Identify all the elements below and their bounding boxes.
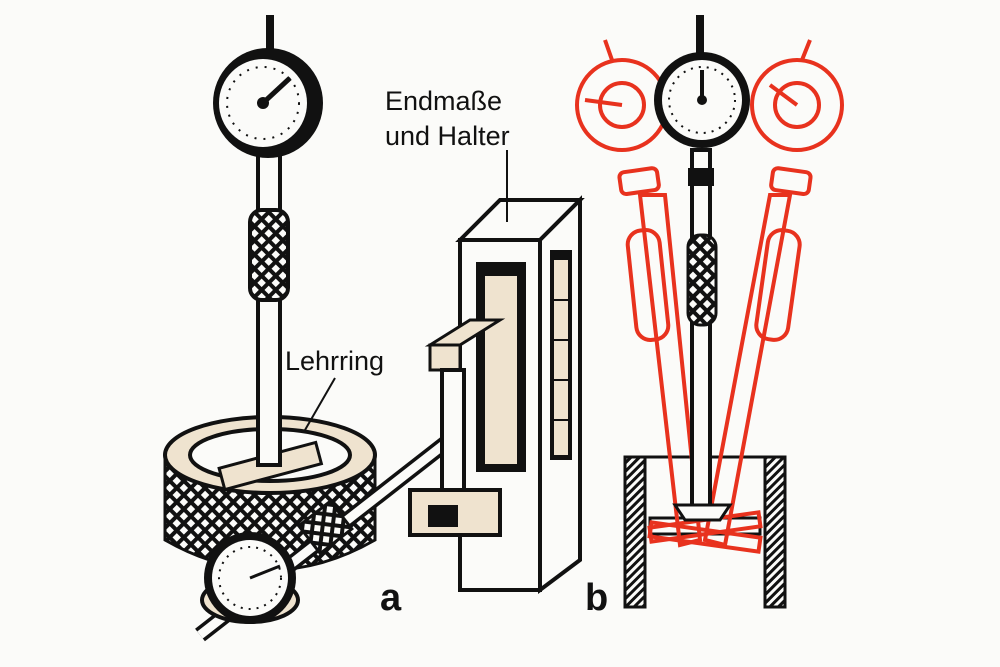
label-lehrring: Lehrring bbox=[285, 346, 384, 376]
bore-gauge-red-right bbox=[647, 39, 844, 548]
leader-line-lehrring bbox=[304, 377, 336, 431]
dial-needle bbox=[261, 76, 292, 105]
bore-gauge-upright bbox=[213, 15, 323, 467]
label-part-b: b bbox=[585, 577, 608, 619]
bore-gauge-black-center bbox=[654, 15, 750, 522]
label-part-a: a bbox=[380, 577, 402, 619]
gauge-block-holder bbox=[408, 195, 585, 594]
cylinder-bore-section bbox=[623, 455, 787, 609]
dial-indicator-lower bbox=[195, 425, 465, 642]
label-endmasse-line1: Endmaße bbox=[385, 86, 502, 116]
label-endmasse-line2: und Halter bbox=[385, 121, 510, 151]
bore-gauge-red-left bbox=[575, 39, 763, 554]
